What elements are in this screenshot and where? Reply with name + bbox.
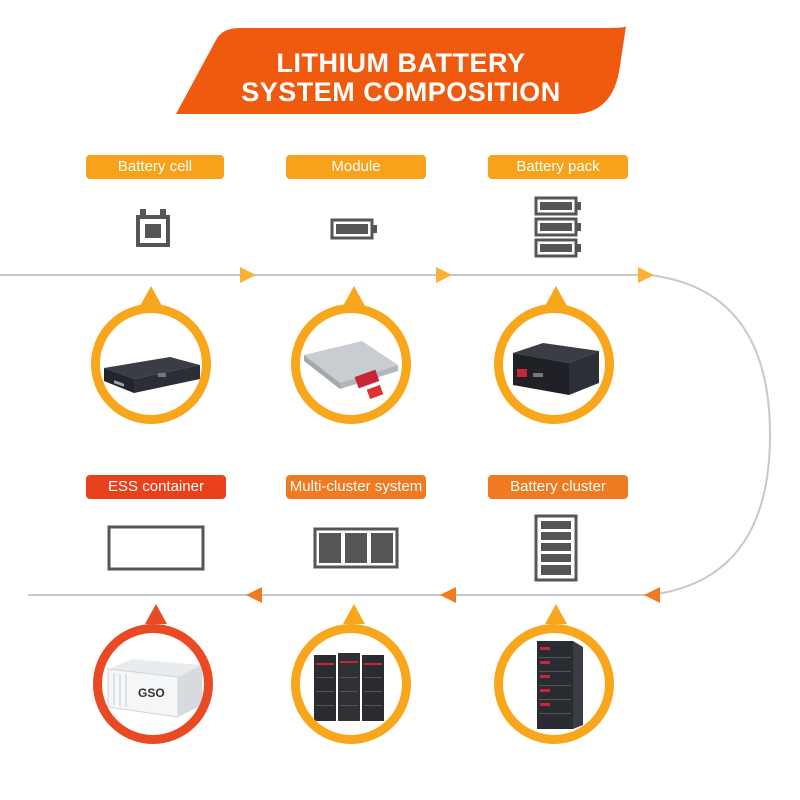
- flow-arrow-2: [436, 267, 452, 283]
- flow-arrow-6: [246, 587, 262, 603]
- flow-arrow-4: [644, 587, 660, 603]
- multi-cluster-photo: [291, 624, 411, 744]
- pointer-ess-container: [145, 604, 167, 629]
- rack-mount-battery-photo: [91, 304, 211, 424]
- pointer-module: [343, 286, 365, 311]
- pointer-battery-cell: [140, 286, 162, 311]
- battery-pack-photo: [494, 304, 614, 424]
- label-battery-cluster: Battery cluster: [488, 475, 628, 499]
- pointer-battery-cluster: [545, 604, 567, 629]
- container-door-lines: [113, 673, 127, 707]
- label-battery-pack: Battery pack: [488, 155, 628, 179]
- page-title: LITHIUM BATTERY SYSTEM COMPOSITION: [176, 49, 626, 107]
- pointer-battery-pack: [545, 286, 567, 311]
- flow-arrow-5: [440, 587, 456, 603]
- ess-container-photo: GSO: [93, 624, 213, 744]
- battery-module-icon: [330, 218, 378, 240]
- title-line-1: LITHIUM BATTERY: [276, 48, 526, 78]
- label-battery-cell: Battery cell: [86, 155, 224, 179]
- battery-cluster-photo: [494, 624, 614, 744]
- label-ess-container: ESS container: [86, 475, 226, 499]
- ess-container-icon: [107, 525, 205, 571]
- flow-arrow-1: [240, 267, 256, 283]
- label-module: Module: [286, 155, 426, 179]
- title-line-2: SYSTEM COMPOSITION: [241, 77, 561, 107]
- container-logo: GSO: [138, 686, 165, 700]
- battery-cell-icon: [136, 207, 170, 247]
- battery-pack-icon: [534, 196, 582, 258]
- label-multi-cluster: Multi-cluster system: [286, 475, 426, 499]
- battery-module-photo: [291, 304, 411, 424]
- multi-cluster-icon: [313, 527, 399, 569]
- title-banner: LITHIUM BATTERY SYSTEM COMPOSITION: [176, 26, 626, 114]
- pointer-multi-cluster: [343, 604, 365, 629]
- flow-arrow-3: [638, 267, 654, 283]
- battery-cluster-icon: [534, 514, 578, 582]
